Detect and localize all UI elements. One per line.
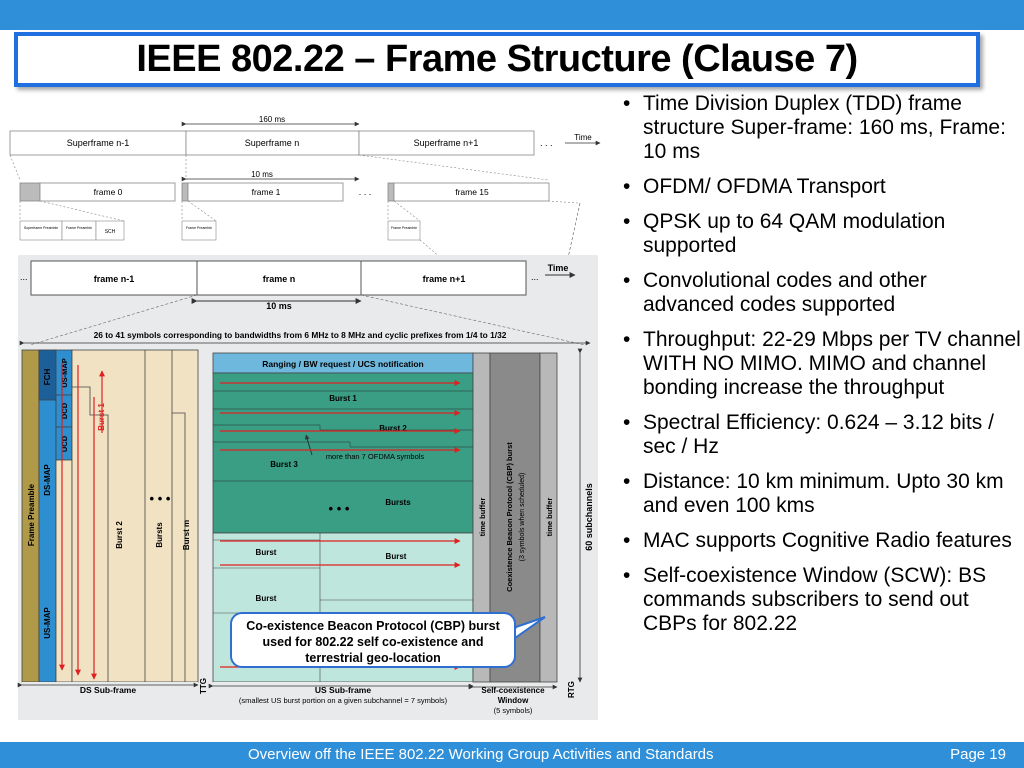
us-burst3: Burst 3: [270, 460, 298, 469]
frame-cell: frame 1: [252, 187, 281, 197]
frame-dots: . . .: [359, 187, 372, 197]
ttg-label: TTG: [199, 678, 208, 694]
time-buffer-1: time buffer: [478, 498, 487, 537]
frames-row: 10 ms frame 0 frame 1 . . . frame 15: [19, 170, 581, 351]
ds-burstm: Burst m: [182, 520, 191, 550]
frame-preamble-label: Frame Preamble: [66, 226, 92, 230]
title-box: IEEE 802.22 – Frame Structure (Clause 7): [14, 32, 980, 87]
us-map-label: US-MAP: [43, 607, 52, 639]
bullet-item: Self-coexistence Window (SCW): BS comman…: [616, 564, 1022, 636]
page-number: Page 19: [950, 746, 1006, 763]
slide-title: IEEE 802.22 – Frame Structure (Clause 7): [136, 38, 858, 80]
sc-line2: Window: [498, 696, 529, 705]
superframe-dots: . . .: [540, 138, 553, 148]
frame-n-cell: frame n-1: [94, 274, 135, 284]
bullet-item: QPSK up to 64 QAM modulation supported: [616, 210, 1022, 258]
top-bar: [0, 0, 1024, 30]
frame-duration: 10 ms: [251, 170, 273, 179]
cbp-callout: Co-existence Beacon Protocol (CBP) burst…: [230, 612, 516, 668]
bullet-item: Time Division Duplex (TDD) frame structu…: [616, 92, 1022, 164]
frame-n-dots: ...: [531, 272, 539, 282]
ds-subframe: Frame Preamble FCH DS-MAP US-MAP US-MAP …: [17, 349, 199, 695]
ds-burst2: Burst 2: [115, 521, 124, 549]
superframe-cell: Superframe n: [245, 138, 300, 148]
superframe-cell: Superframe n-1: [67, 138, 130, 148]
us-burst-a: Burst: [256, 548, 277, 557]
frame-preamble-label: Frame Preamble: [186, 226, 212, 230]
us-dots: • • •: [329, 501, 350, 516]
us-burst1: Burst 1: [329, 394, 357, 403]
sc-line1: Self-coexistence: [481, 686, 545, 695]
superframe-duration: 160 ms: [259, 115, 285, 124]
us-note: more than 7 OFDMA symbols: [326, 452, 425, 461]
footer-bar: Overview off the IEEE 802.22 Working Gro…: [0, 742, 1024, 768]
sc-line3: (5 symbols): [494, 706, 533, 715]
bullet-list: Time Division Duplex (TDD) frame structu…: [616, 92, 1022, 647]
sch-label: SCH: [105, 229, 116, 235]
superframe-preamble-label: Superframe Preamble: [24, 226, 58, 230]
us-burst-b: Burst: [386, 552, 407, 561]
us-subframe-sublabel: (smallest US burst portion on a given su…: [239, 696, 448, 705]
rtg-label: RTG: [567, 681, 576, 698]
symbols-note: 26 to 41 symbols corresponding to bandwi…: [94, 330, 507, 340]
us-bursts: Bursts: [385, 498, 411, 507]
superframe-time: Time: [574, 133, 592, 142]
us-subframe-label: US Sub-frame: [315, 685, 371, 695]
subchannels-label: 60 subchannels: [584, 483, 594, 551]
fch-label: FCH: [43, 369, 52, 386]
ds-dots: • • •: [150, 491, 171, 506]
bullet-item: MAC supports Cognitive Radio features: [616, 529, 1022, 553]
frame-n-row: frame n-1 frame n frame n+1 ... ... Time…: [20, 260, 586, 346]
frame-n-dots: ...: [20, 272, 28, 282]
frame-preamble-label: Frame Preamble: [391, 226, 417, 230]
footer-text: Overview off the IEEE 802.22 Working Gro…: [248, 746, 714, 763]
frame-cell: frame 15: [455, 187, 489, 197]
us-burst2: Burst 2: [379, 424, 407, 433]
cbp-sublabel: (3 symbols when scheduled): [519, 473, 526, 562]
bullet-item: OFDM/ OFDMA Transport: [616, 175, 1022, 199]
dcd-label: DCD: [60, 402, 69, 419]
frame-n-cell: frame n+1: [423, 274, 466, 284]
bullet-item: Throughput: 22-29 Mbps per TV channel WI…: [616, 328, 1022, 400]
bullet-item: Distance: 10 km minimum. Upto 30 km and …: [616, 470, 1022, 518]
frame-n-time: Time: [548, 263, 569, 273]
us-burst-c: Burst: [256, 594, 277, 603]
ds-map-label: DS-MAP: [43, 464, 52, 496]
time-buffer-2: time buffer: [545, 498, 554, 537]
ucd-label: UCD: [60, 435, 69, 452]
superframe-row: 160 ms Superframe n-1 Superframe n Super…: [9, 115, 601, 181]
bullet-item: Spectral Efficiency: 0.624 – 3.12 bits /…: [616, 411, 1022, 459]
cbp-label: Coexistence Beacon Protocol (CBP) burst: [505, 442, 514, 592]
bullet-item: Convolutional codes and other advanced c…: [616, 269, 1022, 317]
us-map-top-label: US-MAP: [60, 358, 69, 388]
frame-cell: frame 0: [94, 187, 123, 197]
preamble-detail: Superframe Preamble Frame Preamble SCH F…: [19, 220, 421, 241]
frame-n-duration: 10 ms: [266, 301, 292, 311]
us-ranging: Ranging / BW request / UCS notification: [262, 359, 424, 369]
superframe-cell: Superframe n+1: [414, 138, 479, 148]
ds-subframe-label: DS Sub-frame: [80, 685, 136, 695]
frame-n-cell: frame n: [263, 274, 296, 284]
ds-frame-preamble: Frame Preamble: [27, 483, 36, 546]
ds-bursts: Bursts: [155, 522, 164, 548]
